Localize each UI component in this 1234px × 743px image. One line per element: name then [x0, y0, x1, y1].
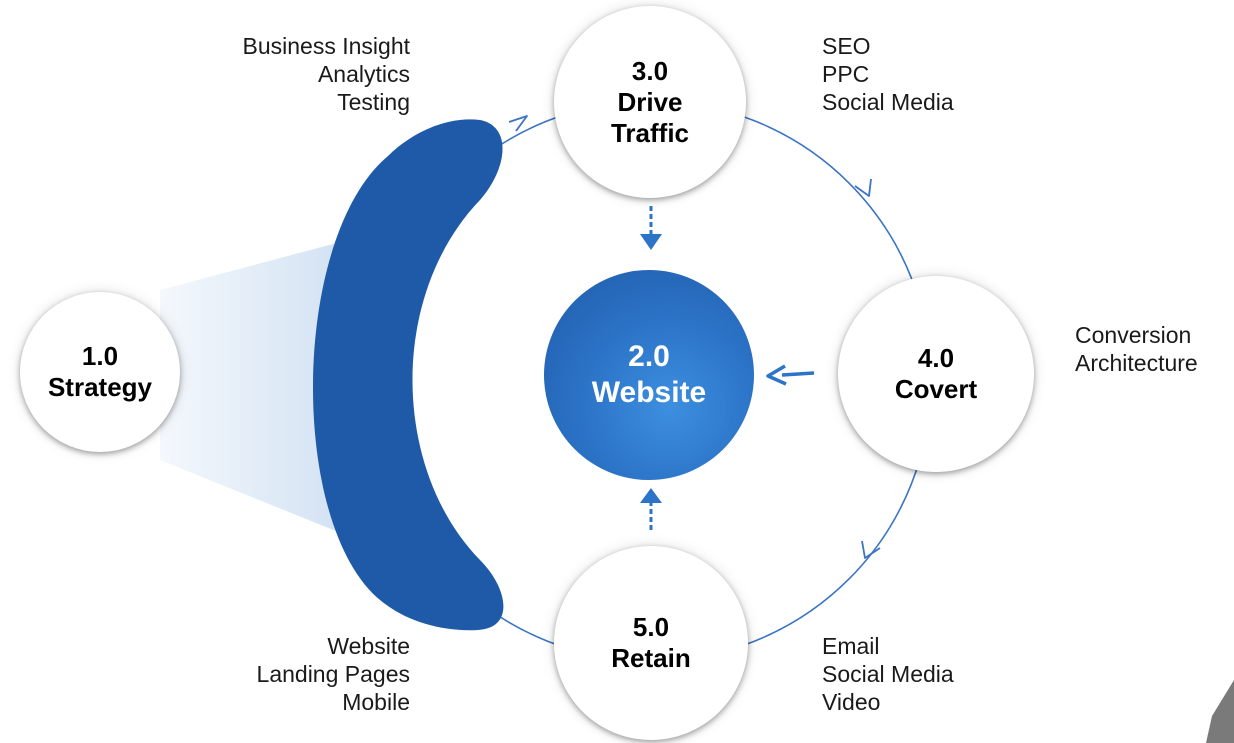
arrow-retain-to-website: [640, 488, 662, 530]
website-assets-labels: Website Landing Pages Mobile: [257, 632, 410, 716]
retain-number: 5.0: [632, 612, 670, 642]
label-social-media-traffic: Social Media: [822, 89, 954, 115]
label-website: Website: [327, 633, 410, 659]
drive-traffic-name-line2: Traffic: [610, 117, 690, 148]
arrow-traffic-to-website: [640, 206, 662, 250]
label-architecture: Architecture: [1075, 350, 1198, 376]
label-conversion: Conversion: [1075, 322, 1192, 348]
arrow-convert-to-website: [766, 364, 815, 386]
traffic-channels-labels: SEO PPC Social Media: [822, 32, 954, 116]
strategy-tasks-labels: Business Insight Analytics Testing: [243, 32, 410, 116]
ring-arrow-top-right: [854, 178, 872, 197]
website-number: 2.0: [628, 340, 670, 373]
label-seo: SEO: [822, 33, 871, 59]
convert-number: 4.0: [917, 343, 955, 373]
crescent-band: [313, 119, 504, 631]
drive-traffic-name-line1: Drive: [617, 86, 683, 117]
label-analytics: Analytics: [317, 61, 410, 87]
strategy-number: 1.0: [81, 341, 119, 371]
label-testing: Testing: [337, 89, 410, 115]
retention-channels-labels: Email Social Media Video: [822, 632, 954, 716]
label-email: Email: [822, 633, 880, 659]
convert-name: Covert: [894, 374, 978, 404]
website-node: 2.0 Website: [544, 270, 754, 480]
ring-arrow-top-left: [508, 115, 528, 132]
retain-name: Retain: [611, 643, 691, 673]
label-video: Video: [822, 689, 881, 715]
convert-node: 4.0 Covert: [838, 276, 1034, 472]
ring-arrow-bottom-right: [861, 540, 881, 559]
drive-traffic-number: 3.0: [631, 55, 669, 86]
conversion-labels: Conversion Architecture: [1075, 321, 1198, 377]
label-social-media-retain: Social Media: [822, 661, 954, 687]
website-name: Website: [591, 376, 707, 409]
strategy-name: Strategy: [47, 372, 153, 402]
strategy-node: 1.0 Strategy: [20, 292, 180, 452]
label-business-insight: Business Insight: [242, 33, 410, 59]
label-landing-pages: Landing Pages: [256, 661, 410, 687]
label-ppc: PPC: [822, 61, 870, 87]
corner-shape: [1206, 680, 1234, 743]
drive-traffic-node: 3.0 Drive Traffic: [554, 6, 746, 198]
label-mobile: Mobile: [342, 689, 410, 715]
retain-node: 5.0 Retain: [554, 546, 748, 740]
